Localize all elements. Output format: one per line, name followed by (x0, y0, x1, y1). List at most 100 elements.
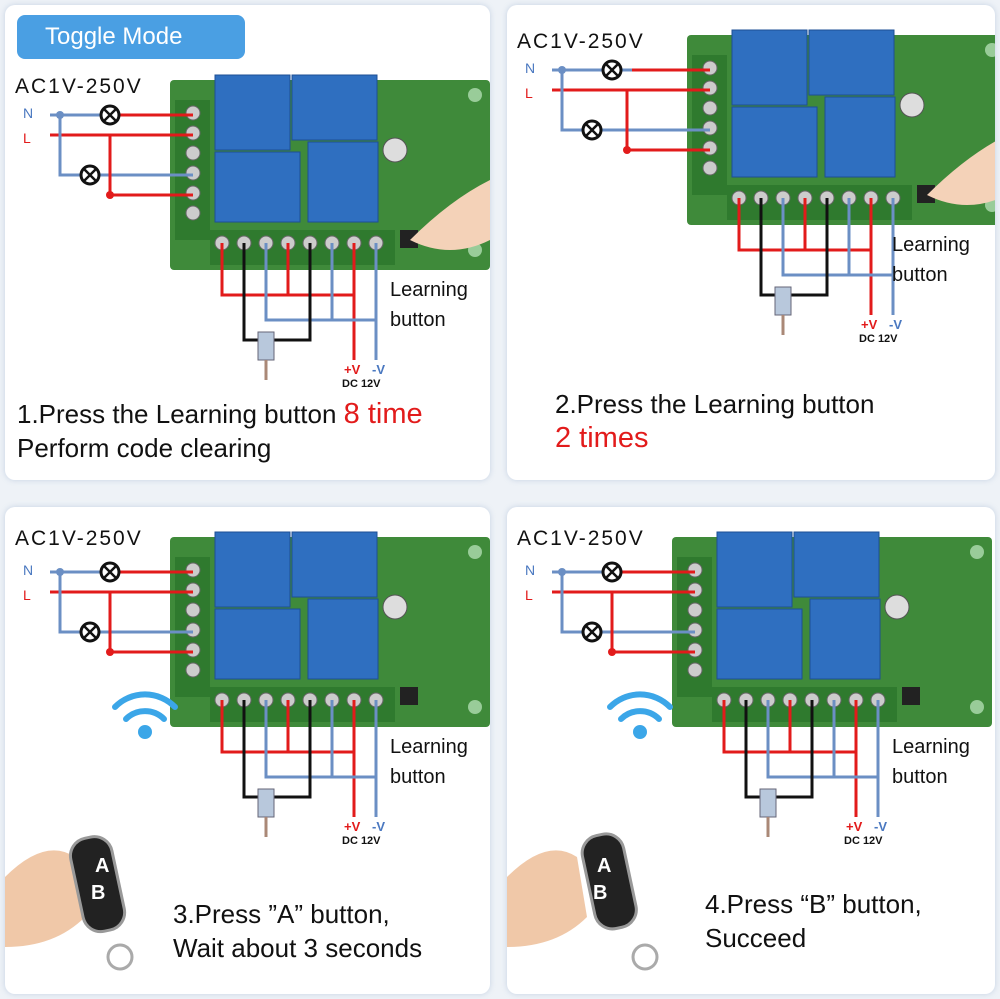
motor-icon (759, 788, 777, 837)
dc-label: DC 12V (342, 378, 381, 390)
terminal-screw (702, 60, 718, 76)
mode-badge: Toggle Mode (17, 15, 245, 59)
relay (291, 74, 378, 141)
learning-button (400, 687, 418, 705)
caption-line2: Wait about 3 seconds (173, 933, 423, 963)
wiring-diagram (5, 531, 490, 971)
live-label: L (525, 85, 533, 101)
learning-button (400, 230, 418, 248)
terminal-screw (185, 642, 201, 658)
terminal-screw (185, 602, 201, 618)
wiring-diagram (507, 531, 992, 971)
neutral-label: N (23, 105, 34, 121)
live-label: L (23, 130, 31, 146)
lamp-icon (581, 621, 603, 643)
remote-control (507, 832, 659, 971)
lamp-icon (581, 119, 603, 141)
neutral-label: N (23, 562, 34, 578)
plus-v-label: +V (344, 362, 361, 377)
relay (793, 531, 880, 598)
wiring-diagram (552, 29, 995, 335)
terminal-screw (687, 602, 703, 618)
caption-line2: Perform code clearing (17, 433, 272, 463)
terminal-screw (702, 120, 718, 136)
terminal-screw (185, 165, 201, 181)
terminal-screw (185, 205, 201, 221)
dc-label: DC 12V (844, 835, 883, 847)
terminal-screw (185, 622, 201, 638)
caption-line1: 1.Press the Learning button (17, 399, 344, 429)
hand-pointer-icon (410, 180, 490, 250)
lamp-icon (99, 104, 121, 126)
hand-pointer-icon (927, 141, 995, 205)
neutral-label: N (525, 562, 536, 578)
capacitor (382, 137, 408, 163)
minus-v-label: -V (874, 819, 887, 834)
terminal-screw (185, 185, 201, 201)
learning-label-line2: button (390, 309, 446, 331)
learning-label-line1: Learning (892, 736, 970, 758)
learning-label-line2: button (892, 264, 948, 286)
relay-board (170, 531, 490, 727)
wireless-signal-icon (112, 691, 178, 739)
wireless-signal-icon (607, 691, 673, 739)
learning-label-line2: button (892, 766, 948, 788)
terminal-screw (185, 145, 201, 161)
relay (716, 608, 803, 680)
terminal-screw (702, 140, 718, 156)
relay (824, 96, 896, 178)
relay (808, 29, 895, 96)
learning-button (917, 185, 935, 203)
terminal-screw (702, 80, 718, 96)
relay (307, 598, 379, 680)
remote-key-b: B (91, 882, 106, 904)
terminal-screw (185, 582, 201, 598)
lamp-icon (601, 59, 623, 81)
live-label: L (525, 587, 533, 603)
relay (214, 531, 291, 608)
minus-v-label: -V (889, 317, 902, 332)
terminal-screw (687, 622, 703, 638)
motor-icon (774, 286, 792, 335)
voltage-label: AC1V-250V (517, 527, 645, 550)
wiring-diagram (50, 74, 490, 380)
caption-highlight: 8 time (343, 398, 423, 430)
plus-v-label: +V (861, 317, 878, 332)
terminal-screw (702, 160, 718, 176)
terminal-screw (702, 100, 718, 116)
lamp-icon (99, 561, 121, 583)
motor-icon (257, 331, 275, 380)
relay (731, 29, 808, 106)
terminal-screw (185, 662, 201, 678)
caption-line2: Succeed (705, 923, 807, 953)
voltage-label: AC1V-250V (517, 30, 645, 53)
relay (214, 74, 291, 151)
relay (809, 598, 881, 680)
remote-key-b: B (593, 882, 608, 904)
step-caption: 3.Press ”A” button,Wait about 3 seconds (173, 897, 422, 965)
relay (214, 608, 301, 680)
remote-key-a: A (597, 855, 612, 877)
dc-label: DC 12V (342, 835, 381, 847)
minus-v-label: -V (372, 819, 385, 834)
caption-line1: 2.Press the Learning button (555, 389, 875, 419)
capacitor (899, 92, 925, 118)
terminal-screw (687, 642, 703, 658)
learning-button (902, 687, 920, 705)
capacitor (884, 594, 910, 620)
voltage-label: AC1V-250V (15, 527, 143, 550)
relay (731, 106, 818, 178)
capacitor (382, 594, 408, 620)
remote-key-a: A (95, 855, 110, 877)
live-label: L (23, 587, 31, 603)
remote-control (5, 835, 134, 971)
minus-v-label: -V (372, 362, 385, 377)
lamp-icon (79, 621, 101, 643)
dc-label: DC 12V (859, 333, 898, 345)
neutral-label: N (525, 60, 536, 76)
